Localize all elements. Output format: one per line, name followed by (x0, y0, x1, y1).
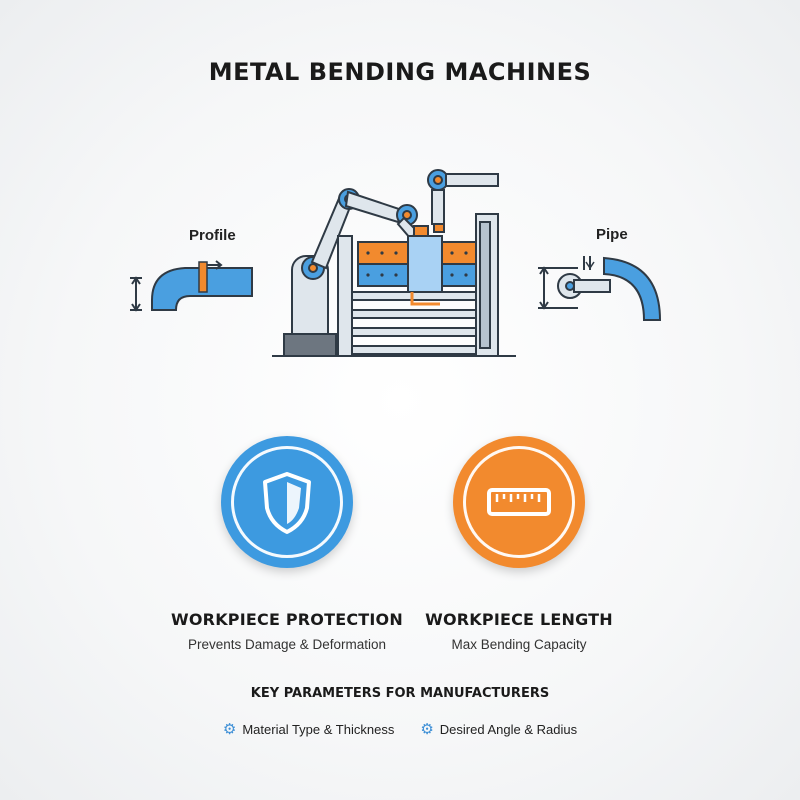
parameter-item: ⚙ Desired Angle & Radius (420, 722, 577, 737)
page-title: METAL BENDING MACHINES (208, 58, 592, 86)
shield-icon (263, 472, 311, 534)
parameter-item: ⚙ Material Type & Thickness (223, 722, 394, 737)
gear-icon: ⚙ (222, 721, 237, 738)
gear-icon: ⚙ (420, 721, 434, 738)
feature-workpiece-protection: WORKPIECE PROTECTION Prevents Damage & D… (157, 436, 417, 652)
feature-title: WORKPIECE LENGTH (425, 610, 613, 629)
pipe-label: Pipe (596, 226, 628, 243)
feature-subtitle: Prevents Damage & Deformation (187, 637, 387, 652)
profile-label: Profile (189, 227, 236, 244)
shield-badge (221, 436, 353, 568)
feature-subtitle: Max Bending Capacity (451, 637, 587, 652)
machine (272, 169, 516, 357)
ruler-badge (453, 436, 585, 568)
ruler-icon (487, 488, 551, 516)
profile-diagram (130, 260, 253, 312)
pipe-diagram (538, 256, 662, 321)
parameters-heading: KEY PARAMETERS FOR MANUFACTURERS (250, 686, 550, 701)
parameter-label: Desired Angle & Radius (439, 722, 578, 737)
feature-title: WORKPIECE PROTECTION (171, 610, 403, 629)
feature-workpiece-length: WORKPIECE LENGTH Max Bending Capacity (389, 436, 649, 652)
parameter-label: Material Type & Thickness (242, 722, 395, 737)
die-dots (366, 251, 468, 277)
parameters-list: ⚙ Material Type & Thickness ⚙ Desired An… (0, 722, 800, 737)
bending-machine-illustration (130, 169, 662, 357)
